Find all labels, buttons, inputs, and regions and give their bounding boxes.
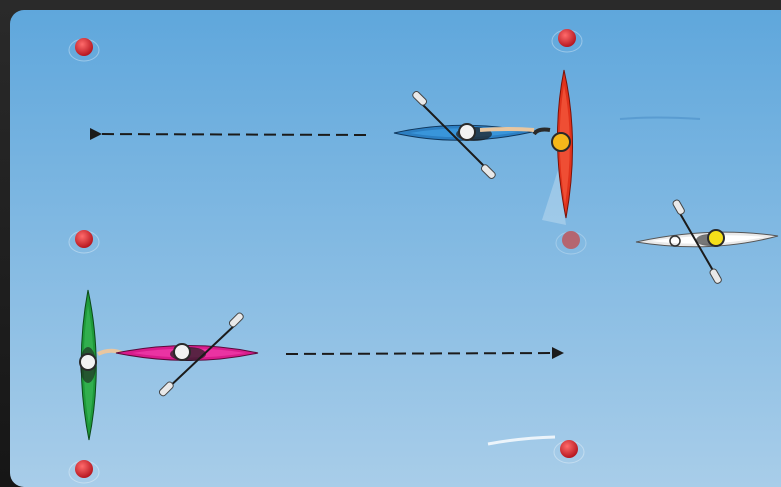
water-background [10,10,781,487]
paddler-helmet [174,344,190,360]
paddler-helmet [80,354,96,370]
paddler-arm [480,129,534,130]
water-area [10,10,781,487]
paddler-helmet [708,230,724,246]
paddler-helmet [552,133,570,151]
diagram-svg [10,10,781,487]
paddler-helmet [459,124,475,140]
